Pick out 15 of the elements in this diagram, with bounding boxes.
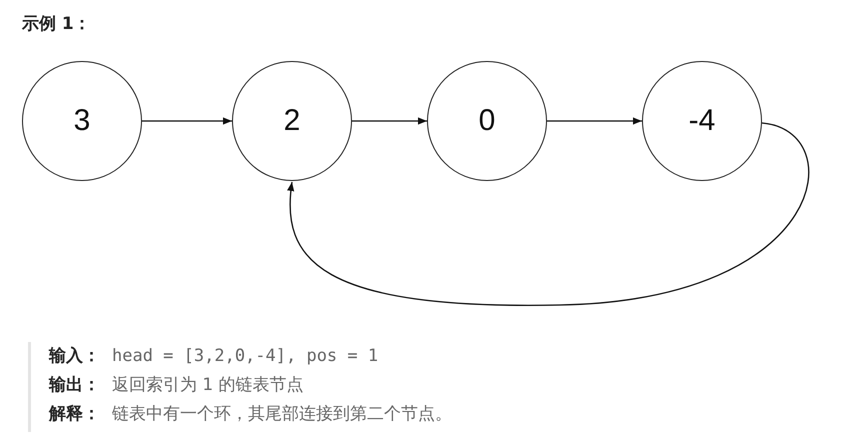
arrow (142, 117, 232, 125)
field-label: 输入： (49, 346, 100, 366)
node-value: -4 (688, 104, 716, 138)
heading: 示例 1： (22, 13, 91, 35)
node-value: 2 (284, 104, 300, 138)
arrow (288, 122, 810, 306)
node-value: 3 (74, 104, 90, 138)
field-label: 输出： (49, 375, 100, 395)
description-text: 返回索引为 1 的链表节点 (112, 375, 304, 395)
node-value: 0 (478, 104, 496, 138)
code-text: head = [3,2,0,-4], pos = 1 (112, 346, 378, 366)
arrow (547, 117, 642, 125)
field-label: 解释： (49, 404, 100, 424)
arrow (352, 117, 427, 125)
description-text: 链表中有一个环，其尾部连接到第二个节点。 (112, 404, 452, 424)
